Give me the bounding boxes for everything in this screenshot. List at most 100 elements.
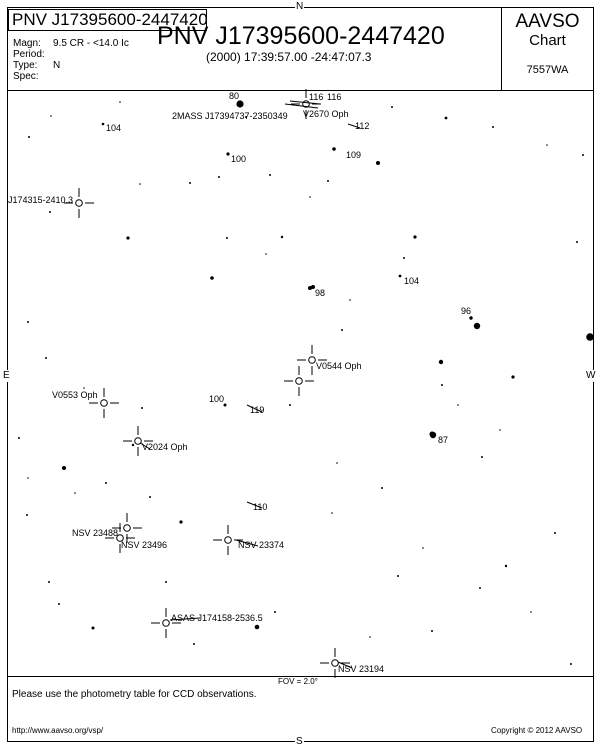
label-leader — [337, 661, 353, 669]
info-label-magn: Magn: — [13, 38, 41, 49]
variable-star-label: NSV 23374 — [238, 540, 284, 550]
comparison-star-label: 116 — [327, 92, 341, 102]
fov-label: FOV = 2.0° — [278, 677, 318, 686]
copyright: Copyright © 2012 AAVSO — [491, 726, 583, 735]
comparison-star-label: 98 — [315, 288, 325, 298]
info-label-type: Type: — [13, 60, 38, 71]
comparison-star-label: 87 — [438, 435, 448, 445]
star-dot — [586, 333, 594, 341]
star-id-label: PNV J17395600-2447420 — [12, 10, 208, 29]
star-dot — [218, 176, 220, 178]
star-dot — [546, 144, 548, 146]
star-dot — [165, 581, 167, 583]
comparison-star-label: 104 — [106, 123, 121, 133]
variable-star-label: V0544 Oph — [316, 361, 362, 371]
variable-marker — [308, 356, 316, 364]
star-dot — [530, 611, 532, 613]
variable-star-label: V2024 Oph — [142, 442, 188, 452]
star-dot — [254, 624, 260, 630]
coordinates: (2000) 17:39:57.00 -24:47:07.3 — [206, 50, 372, 64]
variable-star-label: V0553 Oph — [52, 390, 98, 400]
star-dot — [492, 126, 494, 128]
variable-marker — [134, 437, 142, 445]
variable-marker — [116, 534, 124, 542]
star-dot — [48, 581, 50, 583]
comparison-star-label: 104 — [404, 276, 419, 286]
star-dot — [62, 466, 66, 470]
star-dot — [226, 237, 228, 239]
comparison-star-label: 109 — [346, 150, 361, 160]
star-dot — [349, 299, 351, 301]
star-dot — [499, 429, 501, 431]
star-dot — [398, 274, 402, 278]
star-dot — [438, 359, 444, 365]
star-dot — [554, 532, 556, 534]
chart-label: Chart — [529, 32, 566, 49]
variable-star-label: ASAS J174158-2536.5 — [171, 613, 263, 623]
variable-marker — [331, 659, 339, 667]
star-dot — [74, 492, 76, 494]
star-dot — [469, 316, 473, 320]
star-dot — [179, 520, 183, 524]
variable-marker — [302, 100, 310, 108]
star-dot — [309, 196, 311, 198]
star-dot — [441, 384, 443, 386]
variable-marker — [100, 399, 108, 407]
star-dot — [570, 663, 572, 665]
star-dot — [391, 106, 393, 108]
comparison-star-label: 112 — [355, 121, 369, 131]
star-dot — [397, 575, 399, 577]
comparison-star-label: 100 — [231, 154, 246, 164]
variable-star-label: J174315-2410.3 — [8, 195, 73, 205]
chart-id: 7557WA — [526, 64, 569, 76]
star-dot — [429, 431, 437, 439]
variable-star-label: NSV 23488 — [72, 528, 118, 538]
star-dot — [223, 403, 227, 407]
label-leader — [246, 404, 263, 413]
star-dot — [27, 477, 29, 479]
star-dot — [431, 630, 433, 632]
star-dot — [341, 329, 343, 331]
vsp-url[interactable]: http://www.aavso.org/vsp/ — [12, 726, 104, 735]
label-leader — [246, 501, 263, 509]
label-leader — [169, 617, 201, 621]
star-dot — [444, 116, 448, 120]
label-leader — [347, 123, 361, 129]
compass-e: E — [3, 370, 10, 382]
variable-star-label: 2MASS J17394737-2350349 — [172, 111, 288, 121]
info-label-period: Period: — [13, 49, 45, 60]
star-dot — [50, 115, 52, 117]
star-dot — [576, 241, 578, 243]
star-dot — [331, 512, 333, 514]
star-dot — [473, 322, 481, 330]
info-value-type: N — [53, 60, 61, 71]
star-dot — [139, 183, 141, 185]
star-dot — [189, 182, 191, 184]
star-dot — [49, 211, 51, 213]
star-dot — [18, 437, 20, 439]
star-id-box — [8, 9, 207, 31]
compass-s: S — [295, 736, 304, 747]
ccd-note: Please use the photometry table for CCD … — [12, 689, 257, 700]
info-value-magn: 9.5 CR - <14.0 Ic — [53, 38, 129, 49]
star-dot — [336, 462, 338, 464]
label-leader — [235, 539, 259, 547]
star-dot — [101, 122, 105, 126]
variable-star-label: V2670 Oph — [303, 109, 349, 119]
star-dot — [126, 236, 130, 240]
info-label-spec: Spec: — [13, 71, 39, 82]
star-dot — [311, 285, 315, 289]
compass-w: W — [586, 370, 596, 382]
compass-n: N — [295, 1, 305, 12]
label-leader — [289, 100, 321, 105]
star-dot — [481, 456, 483, 458]
star-dot — [511, 375, 515, 379]
star-dot — [265, 253, 267, 255]
star-dot — [479, 587, 481, 589]
star-dot — [280, 235, 284, 239]
star-dot — [289, 404, 291, 406]
star-dot — [91, 626, 95, 630]
variable-marker — [162, 619, 170, 627]
star-dot — [381, 487, 383, 489]
star-dot — [403, 257, 405, 259]
